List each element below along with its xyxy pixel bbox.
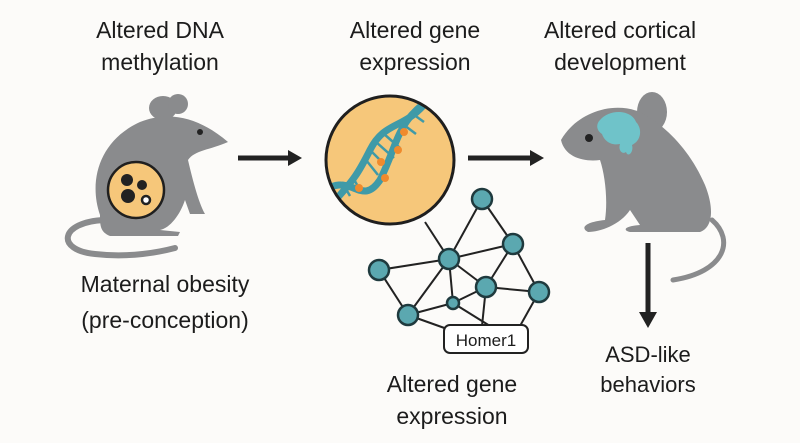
outcome-label: ASD-like behaviors (600, 340, 695, 400)
heading-dna-methylation: Altered DNA methylation (96, 14, 224, 78)
heading-line: Altered DNA (96, 17, 224, 43)
gene-network-icon (367, 187, 551, 331)
label-line: Maternal obesity (80, 271, 250, 297)
label-line: (pre-conception) (81, 307, 249, 333)
obese-mouse-icon (64, 94, 228, 259)
label-line: expression (396, 403, 508, 429)
dna-helix-icon (324, 94, 456, 226)
maternal-obesity-label: Maternal obesity (pre-conception) (81, 266, 250, 338)
label-line: ASD-like (605, 342, 691, 367)
mouse-brain-icon (561, 92, 727, 283)
label-line: behaviors (600, 372, 696, 397)
heading-cortical-development: Altered cortical development (544, 14, 696, 78)
heading-line: Altered cortical (543, 17, 697, 43)
arrow-right-icon (468, 150, 544, 166)
heading-line: development (554, 49, 686, 75)
heading-line: methylation (101, 49, 219, 75)
arrow-down-icon (639, 243, 657, 328)
label-line: Altered gene (386, 371, 518, 397)
heading-gene-expression: Altered gene expression (350, 14, 480, 78)
arrow-right-icon (238, 150, 302, 166)
gene-tag-homer1: Homer1 (443, 324, 529, 354)
heading-line: Altered gene (349, 17, 481, 43)
network-label: Altered gene expression (387, 368, 517, 432)
heading-line: expression (359, 49, 471, 75)
